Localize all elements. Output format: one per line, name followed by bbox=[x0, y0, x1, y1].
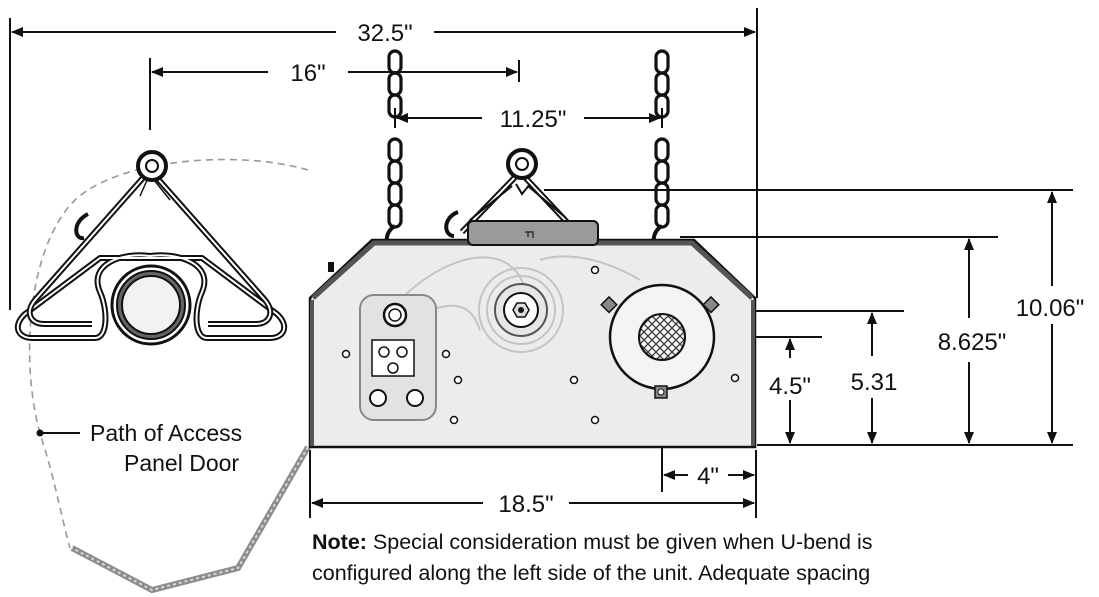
dimension-pivot-offset: 16" bbox=[151, 60, 518, 87]
dimension-shaft-height: 5.31 bbox=[851, 312, 898, 444]
svg-text:Path of Access: Path of Access bbox=[90, 420, 242, 446]
svg-text:Note: Special consideration mu: Note: Special consideration must be give… bbox=[312, 530, 872, 554]
svg-text:4": 4" bbox=[697, 463, 719, 490]
dimension-outlet-offset: 4" bbox=[663, 463, 755, 490]
note-block: Note: Special consideration must be give… bbox=[312, 530, 872, 585]
dimension-unit-width: 18.5" bbox=[311, 491, 755, 518]
outlet-fitting bbox=[600, 283, 720, 399]
dimension-overall-height: 10.06" bbox=[1016, 191, 1085, 444]
access-path-callout: Path of Access Panel Door bbox=[36, 420, 242, 476]
access-door-path bbox=[28, 158, 311, 594]
svg-text:10.06": 10.06" bbox=[1016, 295, 1085, 322]
dimension-chain-spacing: 11.25" bbox=[396, 106, 661, 133]
shaft-fitting bbox=[494, 283, 548, 337]
note-line1: Special consideration must be given when… bbox=[367, 530, 873, 554]
note-line2: configured along the left side of the un… bbox=[312, 561, 870, 585]
svg-text:32.5": 32.5" bbox=[357, 20, 412, 47]
svg-text:5.31: 5.31 bbox=[851, 369, 898, 396]
dimension-top-height: 8.625" bbox=[938, 238, 1007, 444]
svg-text:16": 16" bbox=[290, 60, 325, 87]
control-panel bbox=[359, 294, 437, 421]
svg-text:18.5": 18.5" bbox=[498, 491, 553, 518]
note-label: Note: bbox=[312, 530, 367, 554]
dimension-overall-width: 32.5" bbox=[11, 20, 756, 47]
panel-screws bbox=[341, 265, 740, 425]
svg-text:4.5": 4.5" bbox=[769, 373, 811, 400]
svg-text:8.625": 8.625" bbox=[938, 329, 1007, 356]
svg-text:11.25": 11.25" bbox=[500, 106, 567, 133]
dimension-outlet-height: 4.5" bbox=[769, 338, 811, 444]
svg-text:Panel Door: Panel Door bbox=[124, 450, 239, 476]
left-u-bend bbox=[14, 150, 288, 346]
